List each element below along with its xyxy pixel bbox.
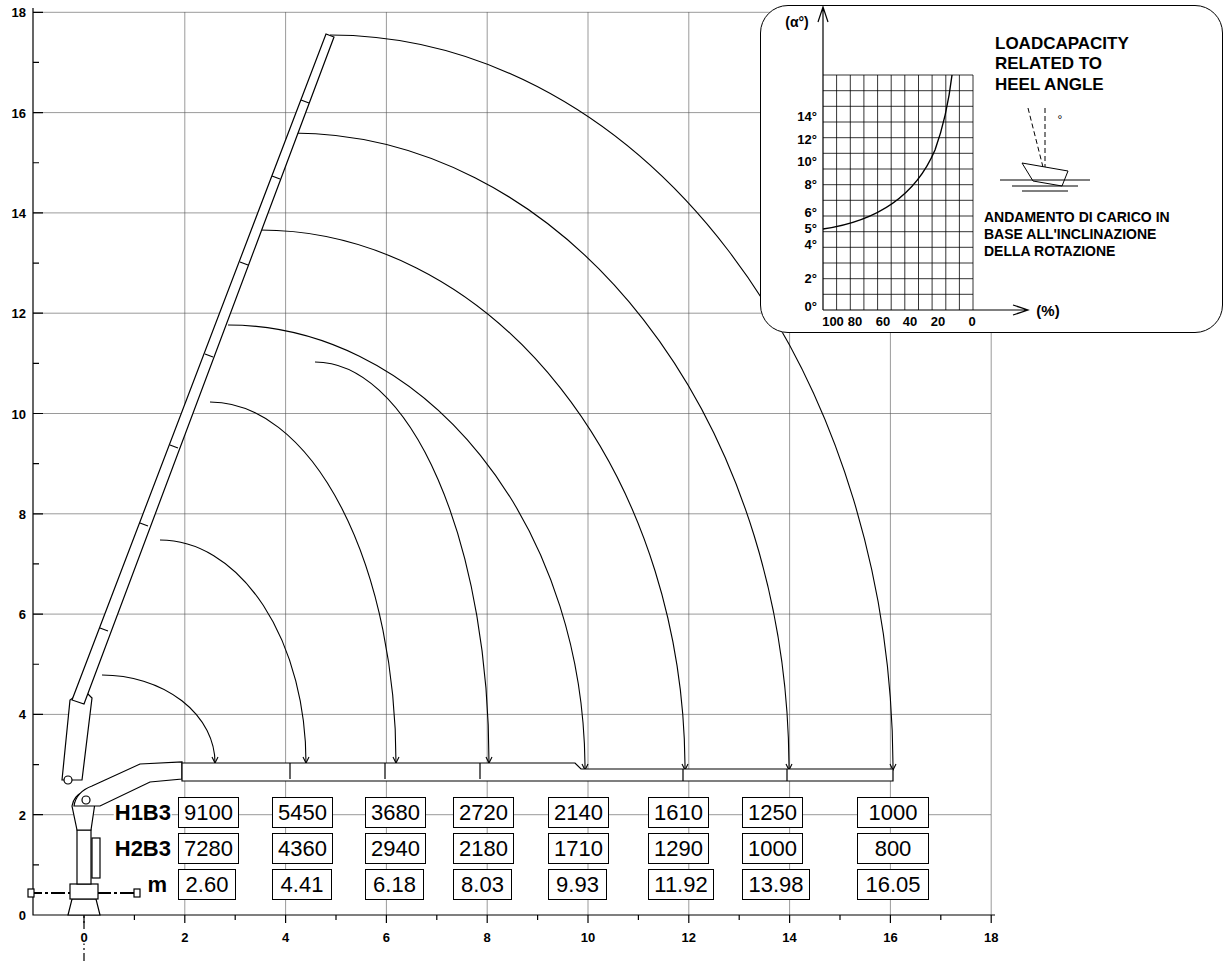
inset-tick-label: 100 <box>821 315 845 328</box>
axis-title: (α°) <box>784 15 810 29</box>
load-cell: 2.60 <box>178 869 236 900</box>
inset-tick-label: 2° <box>804 272 818 285</box>
axis-tick-label: 14 <box>781 931 797 944</box>
inset-tick-label: 6° <box>804 206 818 219</box>
axis-tick-label: 6 <box>382 931 391 944</box>
inset-tick-label: 0° <box>804 300 818 313</box>
row-label: H2B3 <box>114 838 172 860</box>
load-cell: 6.18 <box>365 869 424 900</box>
cell-value: 5450 <box>278 802 327 824</box>
cell-value: 1000 <box>869 802 918 824</box>
inset-tick-label: 4° <box>804 238 818 251</box>
inset-tick-label: 0 <box>967 315 976 328</box>
cell-value: 6.18 <box>373 874 416 896</box>
load-cell: 13.98 <box>742 869 810 900</box>
load-cell: 9100 <box>178 797 239 828</box>
row-label: m <box>146 874 168 896</box>
inset-axis <box>818 7 1028 315</box>
angle-mark: ° <box>1057 114 1064 126</box>
cell-value: 13.98 <box>748 874 803 896</box>
axis-tick-label: 4 <box>281 931 290 944</box>
inset-tick-label: 20 <box>930 315 946 328</box>
inset-tick-label: 8° <box>804 178 818 191</box>
load-cell: 1290 <box>648 833 709 864</box>
axis-tick-label: 4 <box>18 708 27 721</box>
axis-tick-label: 16 <box>882 931 898 944</box>
axis-tick-label: 0 <box>18 909 27 922</box>
cell-value: 11.92 <box>654 874 707 896</box>
axis-tick-label: 12 <box>681 931 697 944</box>
cell-value: 2.60 <box>186 874 229 896</box>
cell-value: 9.93 <box>556 874 599 896</box>
cell-value: 4360 <box>278 838 327 860</box>
axis-tick-label: 18 <box>983 931 999 944</box>
load-cell: 11.92 <box>648 869 714 900</box>
inset-tick-label: 80 <box>847 315 863 328</box>
load-cell: 4.41 <box>272 869 332 900</box>
cell-value: 1000 <box>748 838 797 860</box>
load-cell: 9.93 <box>548 869 607 900</box>
axis-tick-label: 18 <box>11 6 27 19</box>
cell-value: 1710 <box>554 838 603 860</box>
load-cell: 2180 <box>453 833 514 864</box>
cell-value: 1610 <box>654 802 703 824</box>
cell-value: 2140 <box>554 802 603 824</box>
load-cell: 1710 <box>548 833 609 864</box>
cell-value: 1250 <box>748 802 797 824</box>
load-cell: 2940 <box>365 833 426 864</box>
axis-tick-label: 12 <box>11 307 27 320</box>
axis-tick-label: 8 <box>18 507 27 520</box>
cell-value: 2720 <box>459 802 508 824</box>
load-cell: 5450 <box>272 797 333 828</box>
axis-tick-label: 2 <box>180 931 189 944</box>
panel-heading: LOADCAPACITY RELATED TO HEEL ANGLE <box>995 34 1135 95</box>
cell-value: 800 <box>875 838 912 860</box>
load-cell: 3680 <box>365 797 426 828</box>
cell-value: 3680 <box>371 802 420 824</box>
load-cell: 1250 <box>742 797 803 828</box>
axis-tick-label: 10 <box>11 407 27 420</box>
axis-tick-label: 16 <box>11 106 27 119</box>
capacity-curve <box>823 75 952 229</box>
inset-panel: LOADCAPACITY RELATED TO HEEL ANGLE ANDAME… <box>760 5 1223 333</box>
axis-tick-label: 8 <box>483 931 492 944</box>
axis-tick-label: 2 <box>18 808 27 821</box>
load-cell: 4360 <box>272 833 333 864</box>
axis-tick-label: 14 <box>11 206 27 219</box>
cell-value: 4.41 <box>281 874 324 896</box>
load-cell: 16.05 <box>857 869 929 900</box>
inset-grid <box>823 75 973 310</box>
inset-tick-label: 10° <box>796 155 818 168</box>
cell-value: 16.05 <box>865 874 920 896</box>
panel-note: ANDAMENTO DI CARICO IN BASE ALL'INCLINAZ… <box>984 209 1199 259</box>
inset-tick-label: 60 <box>875 315 891 328</box>
axis-tick-label: 6 <box>18 608 27 621</box>
cell-value: 9100 <box>184 802 233 824</box>
row-label: H1B3 <box>114 802 172 824</box>
load-cell: 2720 <box>453 797 514 828</box>
cell-value: 1290 <box>654 838 703 860</box>
cell-value: 2180 <box>459 838 508 860</box>
load-cell: 1000 <box>857 797 929 828</box>
inset-ground <box>760 5 1223 333</box>
load-cell: 800 <box>857 833 929 864</box>
inset-tick-label: 14° <box>796 110 818 123</box>
load-cell: 8.03 <box>453 869 512 900</box>
load-cell: 7280 <box>178 833 239 864</box>
load-cell: 1610 <box>648 797 709 828</box>
axis <box>33 8 995 923</box>
load-cell: 2140 <box>548 797 609 828</box>
inset-tick-label: 5° <box>804 222 818 235</box>
inset-tick-label: 12° <box>796 133 818 146</box>
cell-value: 8.03 <box>461 874 504 896</box>
axis-tick-label: 0 <box>79 931 88 944</box>
cell-value: 7280 <box>184 838 233 860</box>
axis-title: (%) <box>1035 303 1060 318</box>
load-cell: 1000 <box>742 833 803 864</box>
boat-icon <box>1000 108 1090 191</box>
cell-value: 2940 <box>371 838 420 860</box>
axis-tick-label: 10 <box>580 931 596 944</box>
inset-tick-label: 40 <box>902 315 918 328</box>
